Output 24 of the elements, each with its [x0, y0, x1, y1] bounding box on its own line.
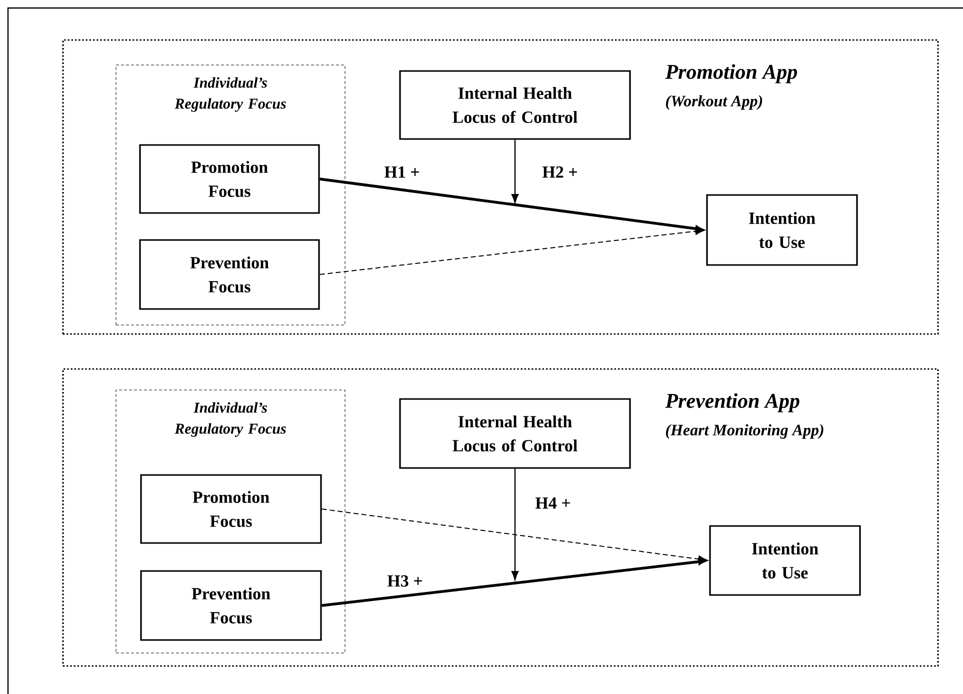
concept-box: Internal Health Locus of Control	[399, 398, 631, 469]
group-heading: Individual’s Regulatory Focus	[174, 402, 286, 437]
arrow	[320, 178, 703, 232]
edge-label: H3 +	[386, 574, 424, 588]
group-heading: Individual’s Regulatory Focus	[174, 77, 286, 112]
concept-box: Prevention Focus	[139, 239, 320, 310]
concept-box: Prevention Focus	[140, 570, 322, 641]
concept-box: Internal Health Locus of Control	[399, 70, 631, 140]
arrow	[511, 468, 519, 580]
arrow	[511, 140, 519, 204]
panel-title: Prevention App	[665, 393, 800, 412]
edge-label: H4 +	[534, 496, 572, 510]
panel-subtitle: (Workout App)	[666, 95, 762, 110]
edge-label: H1 +	[383, 165, 421, 179]
edge-label: H2 +	[541, 165, 579, 179]
concept-box: Intention to Use	[709, 525, 861, 596]
concept-box: Promotion Focus	[140, 474, 322, 544]
arrow	[321, 508, 708, 563]
arrow	[319, 228, 705, 275]
arrow	[322, 558, 706, 607]
panel-title: Promotion App	[665, 64, 798, 84]
concept-box: Promotion Focus	[139, 144, 320, 214]
concept-box: Intention to Use	[706, 194, 858, 266]
panel-subtitle: (Heart Monitoring App)	[666, 424, 824, 439]
